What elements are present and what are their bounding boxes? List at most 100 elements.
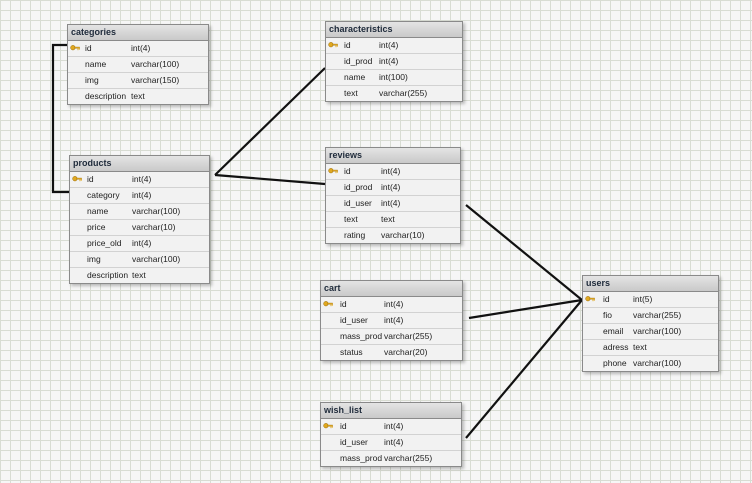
- column-name: status: [340, 347, 363, 357]
- column-row[interactable]: email varchar(100): [583, 324, 718, 340]
- column-name: id_user: [340, 437, 368, 447]
- column-type: varchar(100): [132, 254, 181, 264]
- column-type: int(4): [379, 40, 399, 50]
- column-row[interactable]: phone varchar(100): [583, 356, 718, 371]
- table-title: categories: [68, 25, 208, 41]
- column-name: fio: [603, 310, 612, 320]
- column-name: id: [344, 166, 351, 176]
- column-type: int(4): [384, 421, 404, 431]
- column-name: id: [340, 299, 347, 309]
- column-row[interactable]: fio varchar(255): [583, 308, 718, 324]
- relation-products-characteristics: [214, 67, 326, 176]
- column-row[interactable]: id_user int(4): [321, 435, 461, 451]
- column-row[interactable]: name varchar(100): [70, 204, 209, 220]
- column-type: int(4): [381, 166, 401, 176]
- column-row[interactable]: id_user int(4): [326, 196, 460, 212]
- column-name: text: [344, 214, 358, 224]
- column-name: description: [87, 270, 129, 280]
- column-type: varchar(100): [132, 206, 181, 216]
- column-name: id: [344, 40, 351, 50]
- column-name: price: [87, 222, 106, 232]
- column-name: id: [85, 43, 92, 53]
- primary-key-icon: [585, 296, 595, 302]
- table-title: characteristics: [326, 22, 462, 38]
- column-row[interactable]: id_prod int(4): [326, 54, 462, 70]
- column-name: email: [603, 326, 624, 336]
- column-name: text: [344, 88, 358, 98]
- column-type: int(4): [132, 174, 152, 184]
- primary-key-icon: [323, 301, 333, 307]
- column-type: int(4): [379, 56, 399, 66]
- column-row[interactable]: status varchar(20): [321, 345, 462, 360]
- table-title: products: [70, 156, 209, 172]
- column-type: varchar(100): [633, 358, 682, 368]
- table-users[interactable]: users id int(5) fio varchar(255) email varcha…: [582, 275, 719, 372]
- column-type: int(4): [381, 182, 401, 192]
- column-name: img: [85, 75, 99, 85]
- table-title: users: [583, 276, 718, 292]
- column-type: int(4): [384, 299, 404, 309]
- column-row[interactable]: id int(4): [326, 164, 460, 180]
- column-row[interactable]: text varchar(255): [326, 86, 462, 101]
- column-row[interactable]: img varchar(100): [70, 252, 209, 268]
- column-type: varchar(255): [633, 310, 682, 320]
- column-type: int(4): [132, 190, 152, 200]
- table-characteristics[interactable]: characteristics id int(4) id_prod int(4) nam…: [325, 21, 463, 102]
- column-type: int(5): [633, 294, 653, 304]
- column-row[interactable]: id int(4): [326, 38, 462, 54]
- column-type: int(4): [384, 315, 404, 325]
- relation-products-reviews: [214, 173, 326, 186]
- column-row[interactable]: adress text: [583, 340, 718, 356]
- column-type: int(4): [381, 198, 401, 208]
- relation-categories-products: [51, 43, 69, 194]
- column-name: id_prod: [344, 56, 373, 66]
- column-type: varchar(100): [633, 326, 682, 336]
- column-name: name: [344, 72, 366, 82]
- column-type: varchar(255): [379, 88, 428, 98]
- column-name: id: [603, 294, 610, 304]
- primary-key-icon: [70, 45, 80, 51]
- column-type: text: [131, 91, 145, 101]
- column-row[interactable]: id int(5): [583, 292, 718, 308]
- column-row[interactable]: text text: [326, 212, 460, 228]
- column-name: id_user: [344, 198, 372, 208]
- column-type: varchar(255): [384, 331, 433, 341]
- relation-wishlist-users: [465, 299, 583, 439]
- column-row[interactable]: id int(4): [321, 297, 462, 313]
- column-name: img: [87, 254, 101, 264]
- column-name: adress: [603, 342, 629, 352]
- column-type: varchar(20): [384, 347, 428, 357]
- column-name: phone: [603, 358, 627, 368]
- column-name: name: [87, 206, 109, 216]
- column-type: text: [381, 214, 395, 224]
- column-name: rating: [344, 230, 366, 240]
- column-name: price_old: [87, 238, 122, 248]
- column-type: text: [633, 342, 647, 352]
- column-name: mass_prod: [340, 453, 383, 463]
- column-type: int(4): [384, 437, 404, 447]
- table-title: wish_list: [321, 403, 461, 419]
- relation-cart-users: [468, 298, 583, 320]
